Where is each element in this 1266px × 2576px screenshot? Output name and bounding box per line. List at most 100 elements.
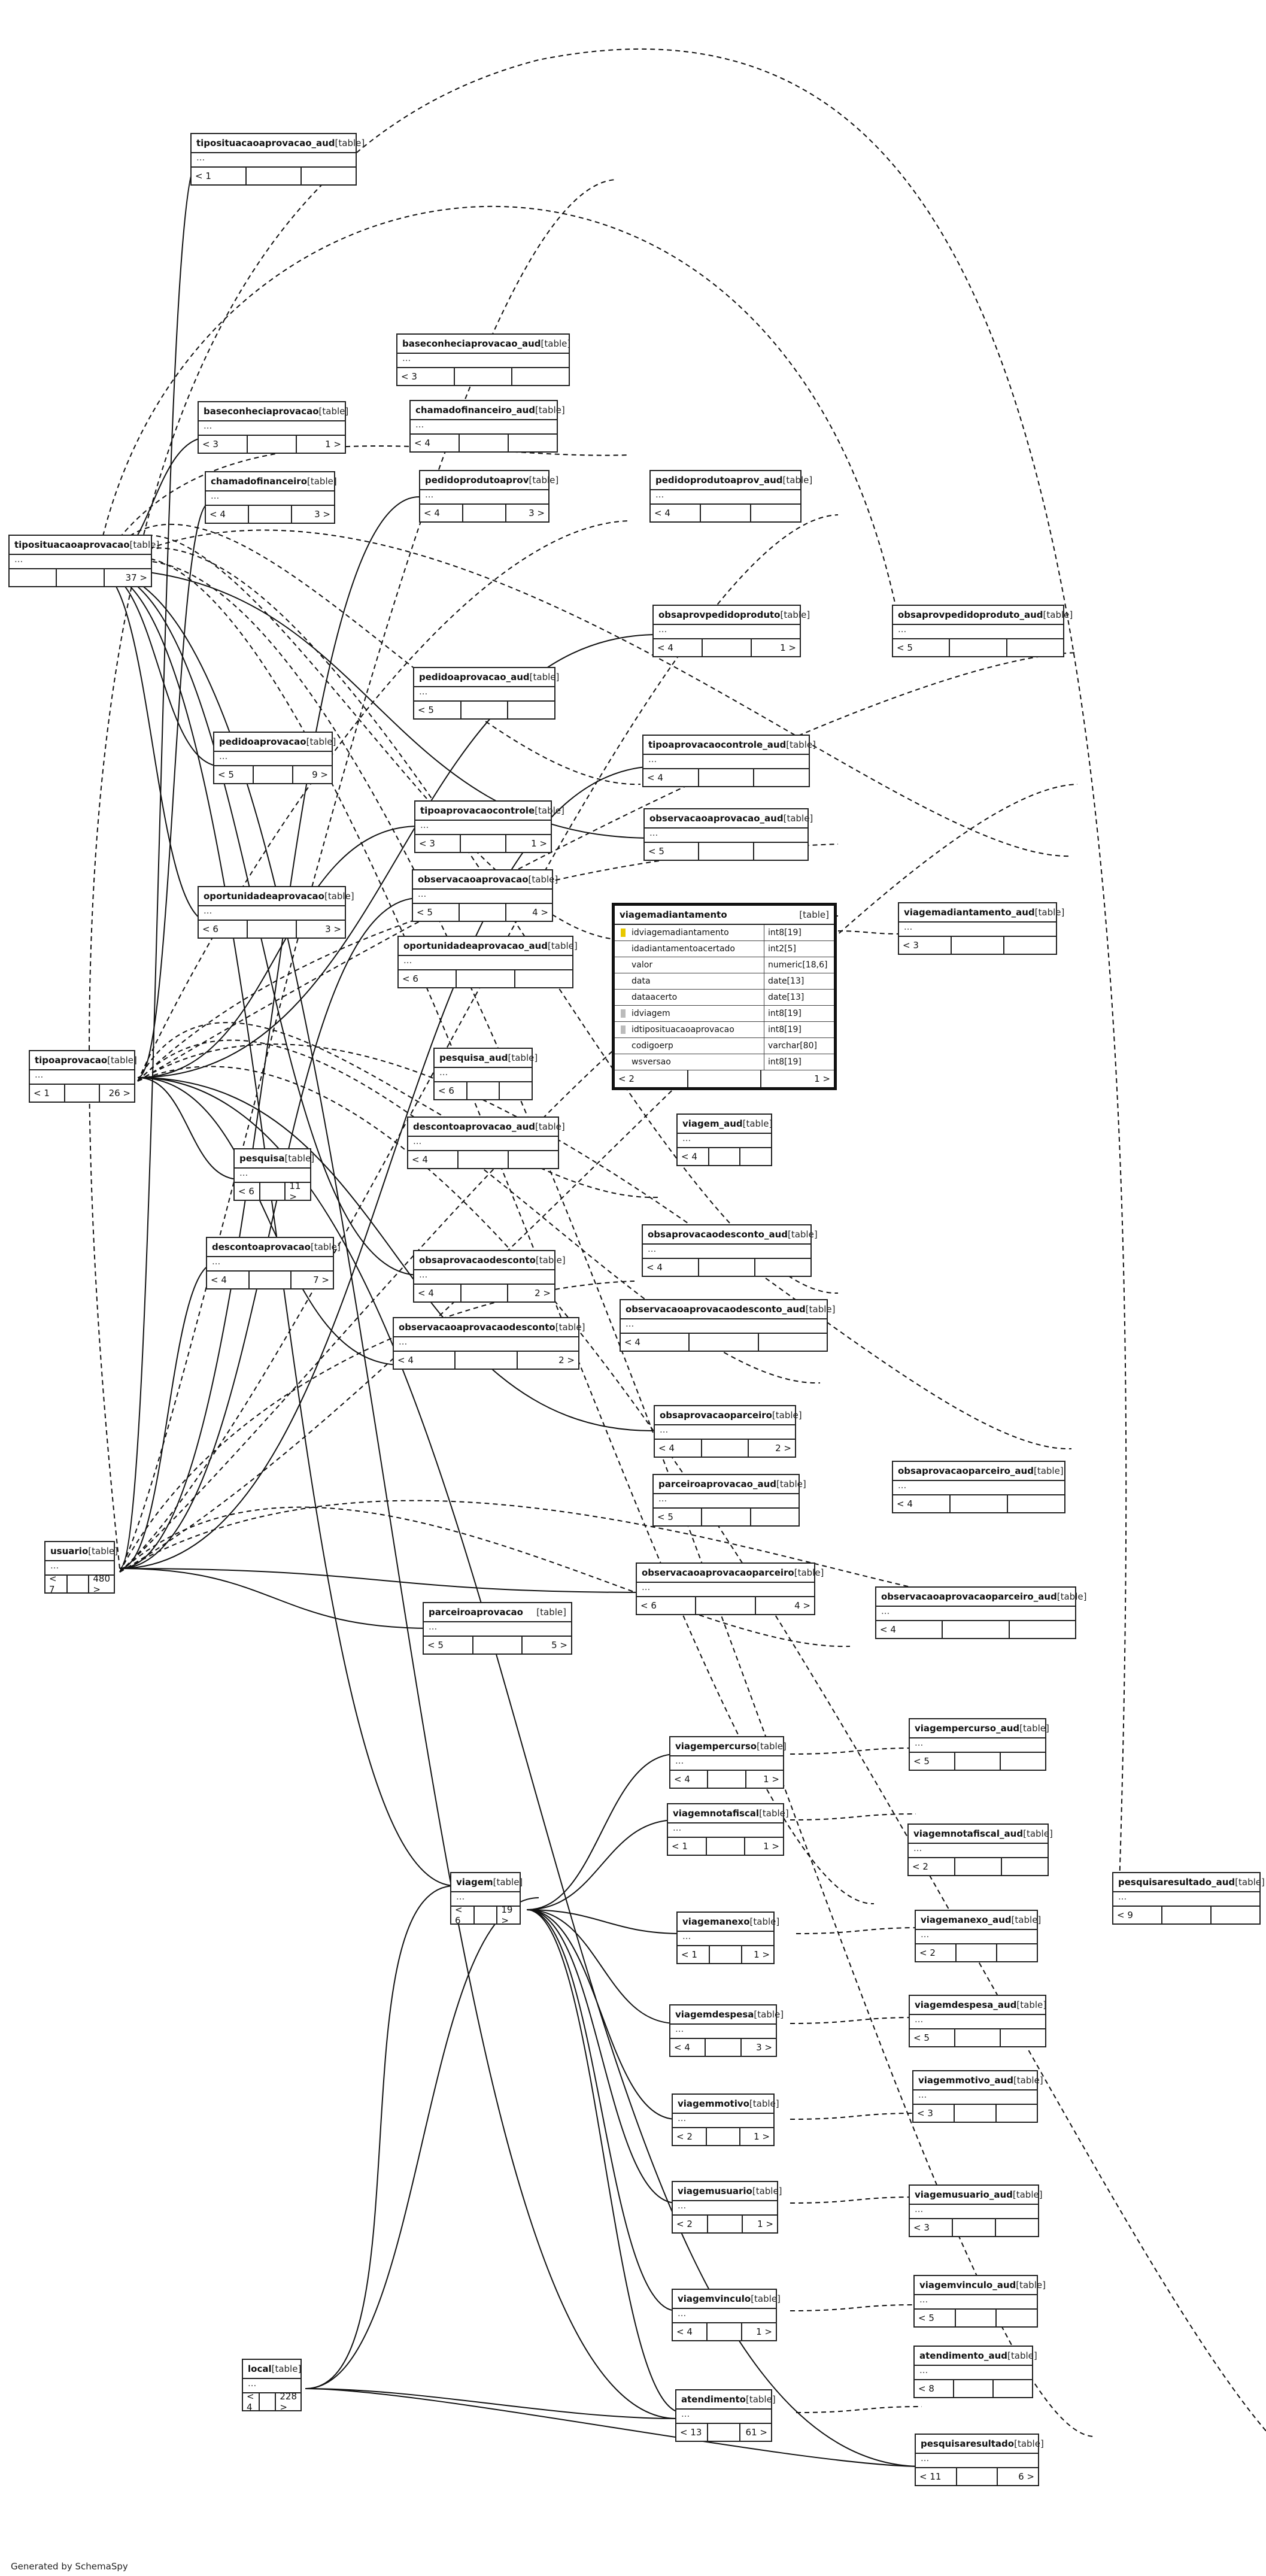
table-observacaoaprovacaodesconto[interactable]: observacaoaprovacaodesconto[table]...< 4…	[393, 1317, 585, 1370]
parent-count: < 4	[394, 1352, 456, 1369]
table-pesquisa_aud[interactable]: pesquisa_aud[table]...< 6	[433, 1048, 538, 1100]
table-atendimento_aud[interactable]: atendimento_aud[table]...< 8	[913, 2346, 1037, 2398]
parent-count: < 5	[910, 2029, 955, 2046]
table-viagemadiantamento[interactable]: viagemadiantamento [table] idviagemadian…	[612, 903, 837, 1090]
table-viagemmotivo_aud[interactable]: viagemmotivo_aud[table]...< 3	[912, 2070, 1043, 2123]
table-pedidoaprovacao_aud[interactable]: pedidoaprovacao_aud[table]...< 5	[413, 667, 559, 720]
table-pedidoprodutoaprov_aud[interactable]: pedidoprodutoaprov_aud[table]...< 4	[649, 470, 812, 523]
table-pesquisaresultado_aud[interactable]: pesquisaresultado_aud[table]...< 9	[1112, 1872, 1265, 1925]
ellipsis-row: ...	[910, 1738, 1045, 1753]
parent-count: < 2	[916, 1944, 957, 1961]
ellipsis-row: ...	[645, 829, 807, 843]
table-name: observacaoaprovacao	[418, 874, 529, 885]
table-viagemvinculo_aud[interactable]: viagemvinculo_aud[table]...< 5	[913, 2275, 1046, 2328]
child-count	[500, 1082, 532, 1099]
table-footer: < 1	[192, 168, 356, 184]
table-viagemnotafiscal_aud[interactable]: viagemnotafiscal_aud[table]...< 2	[907, 1823, 1053, 1876]
table-observacaoaprovacao_aud[interactable]: observacaoaprovacao_aud[table]...< 5	[643, 808, 813, 861]
relationship-line	[119, 179, 617, 1573]
parent-count: < 3	[397, 368, 455, 385]
column-type: numeric[18,6]	[768, 960, 828, 970]
table-viagem_aud[interactable]: viagem_aud[table]...< 4	[676, 1113, 772, 1166]
table-viagemadiantamento_aud[interactable]: viagemadiantamento_aud[table]...< 3	[898, 902, 1064, 955]
foreign-key-icon	[621, 1025, 626, 1034]
table-tiposituacaoaprovacao_aud[interactable]: tiposituacaoaprovacao_aud[table]...< 1	[190, 133, 365, 186]
table-header: obsaprovacaoparceiro_aud[table]	[893, 1462, 1064, 1481]
relationship-line	[119, 897, 420, 1569]
table-parceiroaprovacao_aud[interactable]: parceiroaprovacao_aud[table]...< 5	[652, 1474, 806, 1527]
table-header: viagemmotivo[table]	[673, 2095, 779, 2114]
relationship-line	[305, 1897, 539, 2389]
table-observacaoaprovacaoparceiro[interactable]: observacaoaprovacaoparceiro[table]...< 6…	[636, 1562, 824, 1615]
relationship-line	[137, 826, 420, 1078]
table-type: [table]	[1235, 1877, 1265, 1888]
table-baseconheciaprovacao_aud[interactable]: baseconheciaprovacao_aud[table]...< 3	[396, 333, 570, 386]
table-oportunidadeaprovacao_aud[interactable]: oportunidadeaprovacao_aud[table]...< 6	[397, 936, 578, 988]
table-obsaprovpedidoproduto_aud[interactable]: obsaprovpedidoproduto_aud[table]...< 5	[892, 605, 1073, 657]
table-type: [table]	[129, 539, 160, 550]
table-footer: < 3	[899, 937, 1056, 954]
ellipsis-row: ...	[655, 1425, 795, 1440]
table-footer: < 5	[654, 1509, 799, 1525]
table-chamadofinanceiro_aud[interactable]: chamadofinanceiro_aud[table]...< 4	[409, 400, 565, 453]
table-obsaprovacaoparceiro_aud[interactable]: obsaprovacaoparceiro_aud[table]...< 4	[892, 1461, 1065, 1513]
table-viagemdespesa_aud[interactable]: viagemdespesa_aud[table]...< 5	[909, 1995, 1046, 2047]
footer-spacer	[462, 1285, 509, 1301]
table-tipoaprovacaocontrole_aud[interactable]: tipoaprovacaocontrole_aud[table]...< 4	[642, 735, 816, 787]
footer-spacer	[708, 2323, 742, 2340]
table-name: tipoaprovacaocontrole	[420, 805, 535, 816]
table-viagemanexo_aud[interactable]: viagemanexo_aud[table]...< 2	[915, 1910, 1041, 1962]
table-observacaoaprovacaoparceiro_aud[interactable]: observacaoaprovacaoparceiro_aud[table]..…	[875, 1586, 1086, 1639]
table-type: [table]	[799, 909, 829, 920]
table-name: pesquisaresultado_aud	[1118, 1877, 1235, 1888]
footer-spacer	[249, 506, 292, 523]
relationship-line	[137, 1077, 240, 1180]
table-header: chamadofinanceiro_aud[table]	[411, 401, 565, 420]
table-viagempercurso_aud[interactable]: viagempercurso_aud[table]...< 5	[909, 1718, 1049, 1771]
table-header: obsaprovacaoparceiro[table]	[655, 1406, 802, 1425]
relationship-line	[790, 2196, 916, 2204]
ellipsis-row: ...	[411, 420, 557, 435]
table-header: viagemvinculo_aud[table]	[915, 2276, 1046, 2295]
table-descontoaprovacao_aud[interactable]: descontoaprovacao_aud[table]...< 4	[407, 1116, 565, 1169]
table-tiposituacaoaprovacao[interactable]: tiposituacaoaprovacao[table]...37 >	[8, 535, 159, 587]
table-name: viagemnotafiscal	[673, 1808, 760, 1819]
ellipsis-row: ...	[915, 2366, 1032, 2380]
table-obsaprovacaodesconto_aud[interactable]: obsaprovacaodesconto_aud[table]...< 4	[642, 1224, 818, 1277]
table-viagemusuario_aud[interactable]: viagemusuario_aud[table]...< 3	[909, 2184, 1043, 2237]
relationship-line	[790, 1813, 916, 1821]
footer-spacer	[248, 436, 297, 453]
table-type: [table]	[805, 1304, 836, 1315]
footer-spacer	[955, 1753, 1001, 1770]
table-observacaoaprovacaodesconto_aud[interactable]: observacaoaprovacaodesconto_aud[table]..…	[620, 1299, 835, 1352]
relationship-line	[119, 496, 420, 1569]
